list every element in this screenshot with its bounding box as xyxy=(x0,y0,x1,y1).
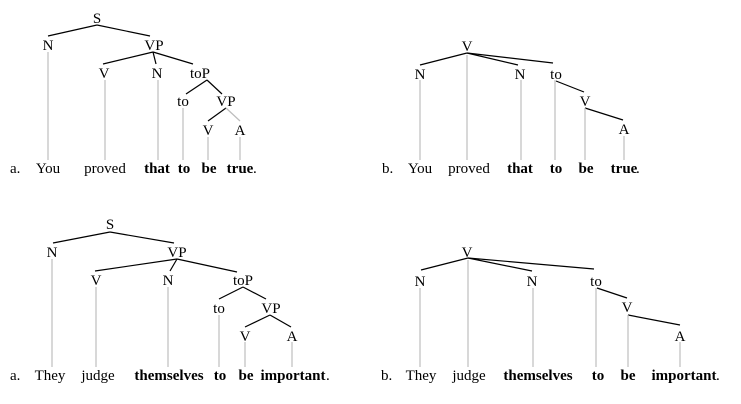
word-bold: true xyxy=(611,161,638,177)
period: . xyxy=(636,161,640,177)
node-V: V xyxy=(240,329,251,345)
word-bold: to xyxy=(214,368,227,384)
word-bold: to xyxy=(550,161,563,177)
word-bold: be xyxy=(239,368,254,384)
node-N: N xyxy=(527,274,538,290)
node-N: N xyxy=(47,245,58,261)
tree-bottom-a: S N VP V N toP to VP V A a. They judge t… xyxy=(10,217,330,384)
word: judge xyxy=(451,368,486,384)
word: They xyxy=(406,368,437,384)
node-N: N xyxy=(415,274,426,290)
node-to: to xyxy=(550,67,562,83)
word: You xyxy=(408,161,433,177)
node-V: V xyxy=(580,94,591,110)
word-bold: to xyxy=(178,161,191,177)
node-N: N xyxy=(515,67,526,83)
word: proved xyxy=(84,161,126,177)
example-marker: a. xyxy=(10,368,20,384)
node-A: A xyxy=(675,329,686,345)
word: They xyxy=(35,368,66,384)
node-S: S xyxy=(106,217,114,233)
word-bold: be xyxy=(202,161,217,177)
node-V: V xyxy=(622,300,633,316)
node-V: V xyxy=(462,39,473,55)
tree-top-b: V N N to V A b. You proved that to be tr… xyxy=(382,39,640,177)
example-marker: b. xyxy=(382,161,393,177)
word-bold: important xyxy=(652,368,717,384)
example-marker: a. xyxy=(10,161,20,177)
word-bold: to xyxy=(592,368,605,384)
node-V: V xyxy=(99,66,110,82)
node-to: to xyxy=(213,301,225,317)
period: . xyxy=(326,368,330,384)
word: judge xyxy=(80,368,115,384)
node-V: V xyxy=(462,245,473,261)
word-bold: that xyxy=(507,161,533,177)
period: . xyxy=(716,368,720,384)
node-toP: toP xyxy=(190,66,210,82)
node-VP: VP xyxy=(144,38,163,54)
tree-top-a: S N VP V N toP to VP V A a. You proved t… xyxy=(10,11,257,177)
word-bold: themselves xyxy=(134,368,203,384)
node-to: to xyxy=(177,94,189,110)
word-bold: true xyxy=(227,161,254,177)
tree-bottom-b: V N N to V A b. They judge themselves to… xyxy=(381,245,720,384)
node-A: A xyxy=(287,329,298,345)
node-N: N xyxy=(152,66,163,82)
period: . xyxy=(253,161,257,177)
node-S: S xyxy=(93,11,101,27)
word: proved xyxy=(448,161,490,177)
node-A: A xyxy=(619,122,630,138)
node-toP: toP xyxy=(233,273,253,289)
example-marker: b. xyxy=(381,368,392,384)
word: You xyxy=(36,161,61,177)
node-VP: VP xyxy=(167,245,186,261)
node-V: V xyxy=(203,123,214,139)
node-N: N xyxy=(163,273,174,289)
node-to: to xyxy=(590,274,602,290)
node-N: N xyxy=(43,38,54,54)
word-bold: be xyxy=(621,368,636,384)
node-A: A xyxy=(235,123,246,139)
word-bold: that xyxy=(144,161,170,177)
word-bold: themselves xyxy=(503,368,572,384)
node-N: N xyxy=(415,67,426,83)
node-V: V xyxy=(91,273,102,289)
word-bold: important xyxy=(261,368,326,384)
node-VP: VP xyxy=(216,94,235,110)
node-VP: VP xyxy=(261,301,280,317)
word-bold: be xyxy=(579,161,594,177)
